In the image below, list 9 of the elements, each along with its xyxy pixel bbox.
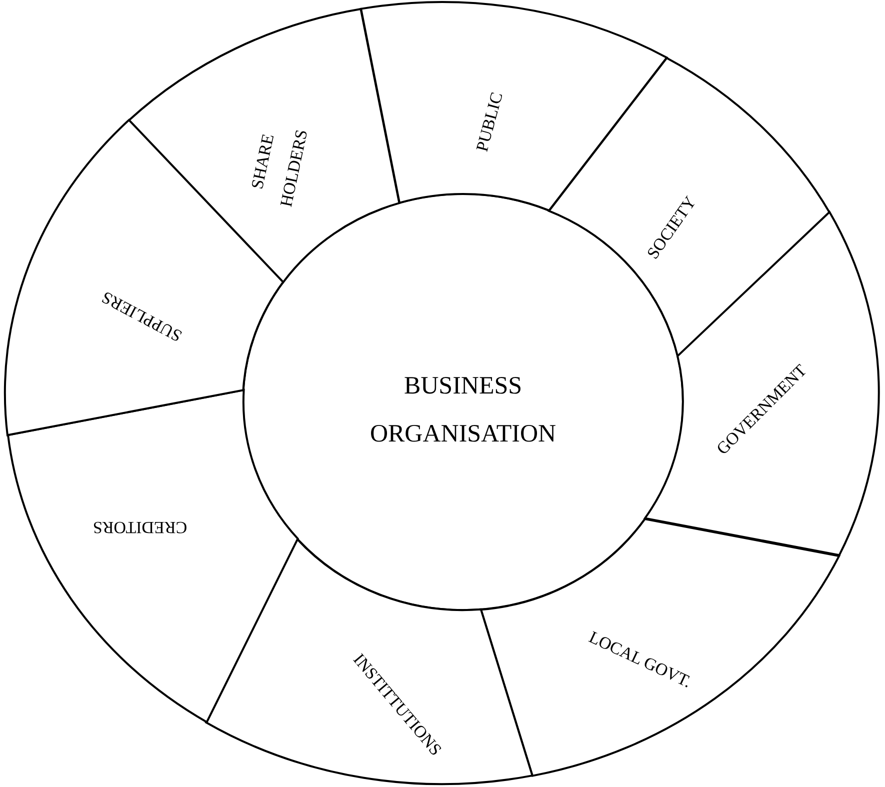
ring-segment <box>6 389 298 724</box>
segment-label: SHARE HOLDERS <box>246 126 313 211</box>
segment-label: PUBLIC <box>471 89 508 156</box>
center-label: BUSINESS ORGANISATION <box>368 372 558 449</box>
ring-segment <box>128 8 400 284</box>
segment-label: CREDITORS <box>92 517 188 540</box>
ring-segment <box>548 56 831 358</box>
ring-segment <box>205 538 534 785</box>
ring-segment <box>480 518 840 776</box>
